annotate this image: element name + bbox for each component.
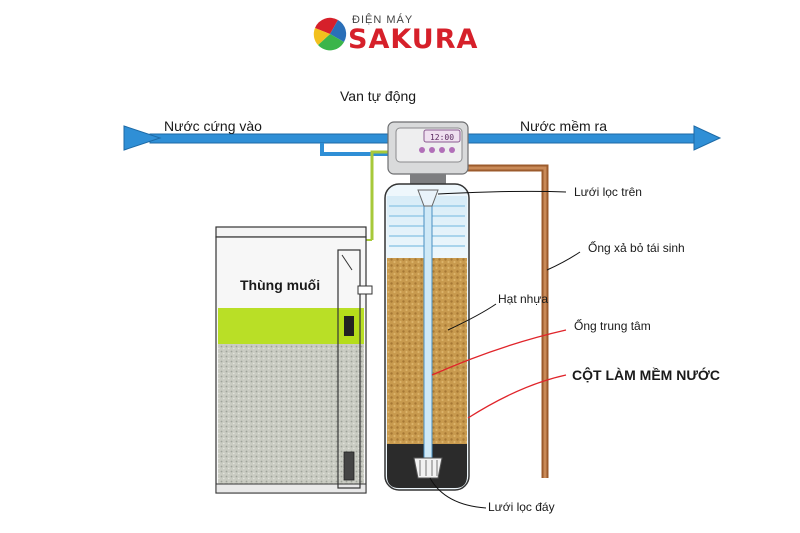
label-center-pipe: Ống trung tâm bbox=[574, 319, 651, 333]
outlet-pipe bbox=[465, 133, 701, 144]
pointer-resin bbox=[447, 303, 497, 331]
label-bottom-strainer: Lưới lọc đáy bbox=[488, 500, 555, 514]
softener-column bbox=[384, 183, 470, 491]
valve-display-text: 12:00 bbox=[430, 133, 454, 142]
label-hard-water-in: Nước cứng vào bbox=[164, 118, 262, 134]
brand-title: SAKURA bbox=[348, 24, 479, 55]
control-valve: 12:00 bbox=[387, 121, 469, 184]
salt-tank bbox=[215, 226, 373, 494]
label-salt-tank: Thùng muối bbox=[240, 277, 321, 293]
inlet-pipe bbox=[149, 133, 391, 144]
brand-subtitle: ĐIỆN MÁY bbox=[352, 14, 414, 26]
pointer-bottom-strainer bbox=[429, 477, 487, 509]
label-resin: Hạt nhựa bbox=[498, 292, 549, 306]
pointer-center-pipe bbox=[431, 329, 567, 376]
label-soft-water-out: Nước mềm ra bbox=[520, 118, 608, 134]
label-top-strainer: Lưới lọc trên bbox=[574, 185, 642, 199]
pointer-column bbox=[467, 374, 567, 419]
label-softener-column: CỘT LÀM MỀM NƯỚC bbox=[572, 367, 720, 383]
pointer-drain bbox=[546, 251, 581, 271]
label-drain-pipe: Ống xả bỏ tái sinh bbox=[588, 241, 685, 255]
inlet-arrow-icon bbox=[123, 125, 162, 151]
label-valve: Van tự động bbox=[340, 88, 417, 104]
pointer-top-strainer bbox=[437, 190, 567, 195]
outlet-arrow-icon bbox=[693, 125, 722, 151]
